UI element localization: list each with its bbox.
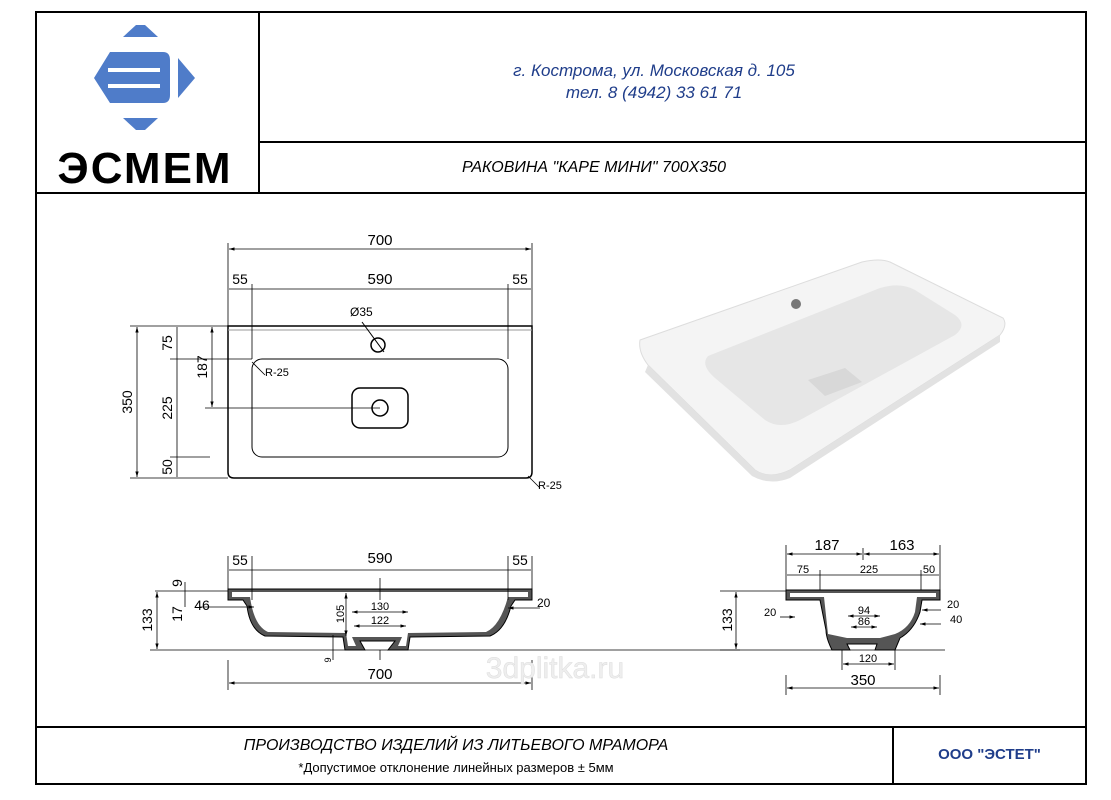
dim-front-width: 700 bbox=[367, 666, 392, 683]
dim-hole: Ø35 bbox=[350, 305, 373, 319]
top-view bbox=[130, 243, 541, 489]
sink-render bbox=[639, 259, 1006, 482]
dim-front-122: 122 bbox=[371, 615, 389, 627]
dim-front-bottom-9: 9 bbox=[323, 657, 333, 662]
dim-front-133: 133 bbox=[139, 608, 155, 632]
dim-75: 75 bbox=[159, 335, 175, 351]
front-section bbox=[150, 556, 740, 690]
side-section bbox=[720, 545, 945, 695]
dim-side-75: 75 bbox=[797, 564, 809, 576]
brand-wordmark: ЭСМЕМ bbox=[57, 144, 232, 193]
tolerance-note: *Допустимое отклонение линейных размеров… bbox=[298, 760, 614, 775]
dim-front-right: 55 bbox=[512, 552, 528, 568]
dim-front-9: 9 bbox=[169, 579, 185, 587]
dim-front-20: 20 bbox=[537, 596, 551, 610]
dim-187: 187 bbox=[194, 355, 210, 379]
dim-side-94: 94 bbox=[858, 605, 870, 617]
dim-top-left: 55 bbox=[232, 271, 248, 287]
phone: тел. 8 (4942) 33 61 71 bbox=[565, 83, 743, 102]
company-name: ООО "ЭСТЕТ" bbox=[938, 746, 1041, 763]
dim-side-225: 225 bbox=[860, 564, 878, 576]
dim-radius-inner: R-25 bbox=[265, 367, 289, 379]
dim-top-right: 55 bbox=[512, 271, 528, 287]
brand-logo-icon bbox=[94, 25, 195, 130]
dim-side-133: 133 bbox=[719, 608, 735, 632]
dim-side-20-left: 20 bbox=[764, 607, 776, 619]
dim-depth: 350 bbox=[119, 390, 135, 414]
dim-side-187: 187 bbox=[814, 537, 839, 554]
dim-side-width: 350 bbox=[850, 672, 875, 689]
watermark: 3dplitka.ru bbox=[486, 652, 624, 685]
dim-side-40: 40 bbox=[950, 614, 962, 626]
dim-side-20-right: 20 bbox=[947, 599, 959, 611]
address: г. Кострома, ул. Московская д. 105 bbox=[513, 61, 795, 80]
dim-side-50: 50 bbox=[923, 564, 935, 576]
dim-front-17: 17 bbox=[169, 606, 185, 622]
dim-top-width: 700 bbox=[367, 232, 392, 249]
dim-front-inner: 590 bbox=[367, 550, 392, 567]
sheet-frame bbox=[35, 11, 1087, 785]
dim-side-86: 86 bbox=[858, 616, 870, 628]
dim-front-46: 46 bbox=[194, 597, 210, 613]
dim-50: 50 bbox=[159, 459, 175, 475]
production-note: ПРОИЗВОДСТВО ИЗДЕЛИЙ ИЗ ЛИТЬЕВОГО МРАМОР… bbox=[243, 737, 669, 754]
dim-side-163: 163 bbox=[889, 537, 914, 554]
dim-top-inner: 590 bbox=[367, 271, 392, 288]
dim-front-left: 55 bbox=[232, 552, 248, 568]
dim-side-120: 120 bbox=[859, 653, 877, 665]
dim-225: 225 bbox=[159, 396, 175, 420]
product-title: РАКОВИНА "КАРЕ МИНИ" 700Х350 bbox=[461, 159, 727, 176]
dim-radius-outer: R-25 bbox=[538, 480, 562, 492]
dim-front-105: 105 bbox=[335, 605, 347, 623]
dim-front-130: 130 bbox=[371, 601, 389, 613]
